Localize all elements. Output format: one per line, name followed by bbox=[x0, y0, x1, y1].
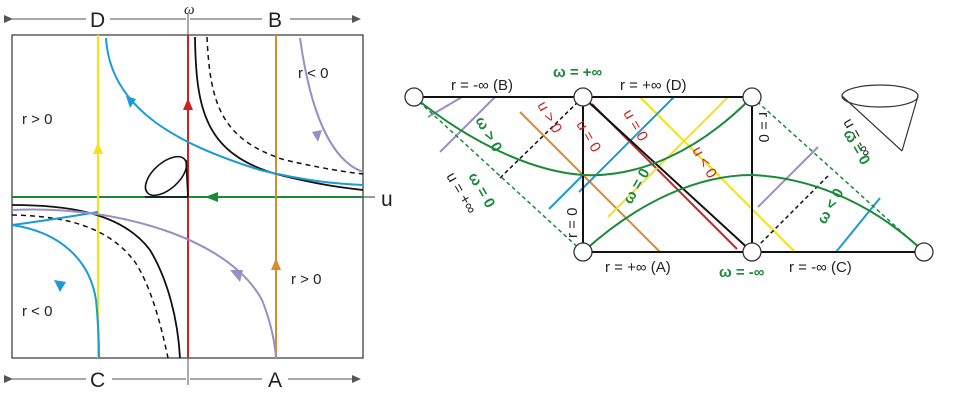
label-u-eq0-b: u = 0 bbox=[573, 118, 605, 156]
u-axis-arrow bbox=[205, 192, 218, 202]
region-upper-right: r < 0 bbox=[298, 65, 328, 82]
diag-yellow bbox=[639, 96, 796, 253]
blue-arrow-upper bbox=[126, 96, 136, 108]
black-hyperbola-upper bbox=[194, 36, 364, 191]
label-omega-pos-inf: ω = +∞ bbox=[553, 64, 603, 81]
cone-icon bbox=[144, 155, 189, 198]
label-omega-pos: ω > 0 bbox=[472, 114, 506, 156]
node-top-right bbox=[742, 87, 762, 107]
label-omega-neg-inf: ω = -∞ bbox=[719, 264, 765, 281]
blue-curve-lower bbox=[11, 224, 100, 359]
dashed-hyperbola-lower bbox=[11, 214, 169, 359]
anti-diag-purple-left bbox=[439, 96, 496, 153]
yellow-arrow bbox=[93, 142, 103, 154]
label-u-lt0: u < 0 bbox=[689, 144, 721, 182]
label-D: D bbox=[90, 9, 105, 32]
anti-diag-blue-right bbox=[835, 197, 881, 253]
left-phase-plane: D B C A ω u r > 0 r < 0 r > 0 r < 0 bbox=[4, 2, 393, 392]
dashed-hyperbola-upper bbox=[206, 36, 364, 175]
label-omega-neg: ω < 0 bbox=[814, 185, 848, 227]
anti-diag-purple-right bbox=[757, 146, 819, 208]
label-top-left: r = -∞ (B) bbox=[451, 77, 513, 94]
inner-diagonal bbox=[582, 96, 753, 253]
dashed-black-right bbox=[751, 175, 829, 253]
label-bottom-right: r = -∞ (C) bbox=[789, 259, 852, 276]
blue-curve-upper bbox=[105, 37, 364, 186]
black-hyperbola-lower bbox=[11, 204, 181, 359]
omega-axis-label: ω bbox=[184, 2, 195, 18]
region-lower-left: r < 0 bbox=[22, 303, 52, 320]
label-A: A bbox=[268, 369, 282, 392]
u-plus-inf-green bbox=[413, 96, 584, 253]
region-lower-right: r > 0 bbox=[291, 271, 321, 288]
node-bottom-left bbox=[573, 242, 593, 262]
omega-axis-arrow bbox=[183, 98, 193, 110]
node-right bbox=[914, 242, 934, 262]
node-bottom-right bbox=[742, 242, 762, 262]
purple-arrow-lower bbox=[230, 270, 243, 282]
label-B: B bbox=[268, 9, 282, 32]
purple-arrow-upper bbox=[312, 130, 322, 142]
green-curve-lower bbox=[582, 173, 925, 253]
node-top-left bbox=[573, 87, 593, 107]
diag-purple-1 bbox=[427, 96, 463, 118]
label-r0-left: r = 0 bbox=[564, 208, 581, 238]
anti-diag-blue-left bbox=[548, 174, 584, 210]
label-bottom-left: r = +∞ (A) bbox=[605, 259, 671, 276]
right-penrose-diagram: r = -∞ (B) ω = +∞ r = +∞ (D) r = +∞ (A) … bbox=[404, 64, 934, 281]
label-r0-right: r = 0 bbox=[755, 112, 772, 142]
node-left bbox=[404, 87, 424, 107]
region-upper-left: r > 0 bbox=[22, 111, 52, 128]
u-axis-label: u bbox=[381, 188, 393, 211]
orange-arrow bbox=[271, 258, 281, 270]
label-top-right: r = +∞ (D) bbox=[620, 77, 687, 94]
purple-curve-upper bbox=[299, 37, 364, 173]
label-C: C bbox=[90, 369, 105, 392]
blue-arrow-lower bbox=[54, 280, 66, 292]
blue-curve-lower-top bbox=[11, 211, 99, 226]
cone-3d-icon bbox=[841, 84, 919, 152]
purple-curve-lower bbox=[11, 208, 277, 359]
dashed-black-left bbox=[499, 96, 584, 179]
u-minus-inf-green bbox=[751, 96, 925, 253]
green-curve-upper bbox=[413, 96, 753, 177]
